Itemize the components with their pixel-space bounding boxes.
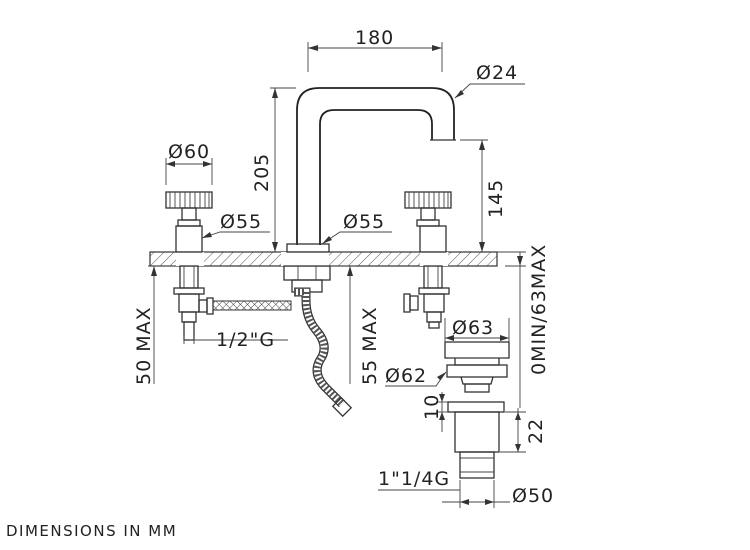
dim-spout-reach: 180	[355, 27, 394, 49]
dim-handle-base-diameter: Ø55	[220, 211, 262, 233]
units-note: DIMENSIONS IN MM	[6, 522, 178, 540]
dim-hose-depth: 55 MAX	[359, 306, 381, 385]
braided-hoses	[212, 287, 353, 418]
right-handle	[403, 191, 452, 329]
dim-drain-flange-height: 10	[421, 394, 443, 420]
dim-spout-diameter: Ø24	[476, 62, 518, 84]
dim-drain-thread: 1"1/4G	[378, 468, 450, 490]
dim-inlet-thread: 1/2"G	[216, 329, 275, 351]
dim-inlet-depth: 50 MAX	[133, 306, 155, 385]
left-handle	[165, 191, 214, 341]
dim-spout-height: 205	[251, 153, 273, 192]
dim-drain-body-height: 22	[525, 418, 547, 444]
deck-plate	[149, 251, 498, 267]
dim-handle-diameter: Ø60	[168, 141, 210, 163]
dim-deck-thickness: 0MIN/63MAX	[528, 244, 550, 375]
spout	[283, 87, 456, 293]
pop-up-drain	[444, 341, 510, 479]
dim-drain-cap-diameter: Ø63	[452, 317, 494, 339]
dim-spout-base-diameter: Ø55	[343, 211, 385, 233]
dim-drain-body-diameter: Ø50	[512, 485, 554, 507]
dimension-lines	[148, 42, 526, 508]
dim-drain-flange-diameter: Ø62	[385, 365, 427, 387]
dim-spout-outlet-height: 145	[485, 179, 507, 218]
